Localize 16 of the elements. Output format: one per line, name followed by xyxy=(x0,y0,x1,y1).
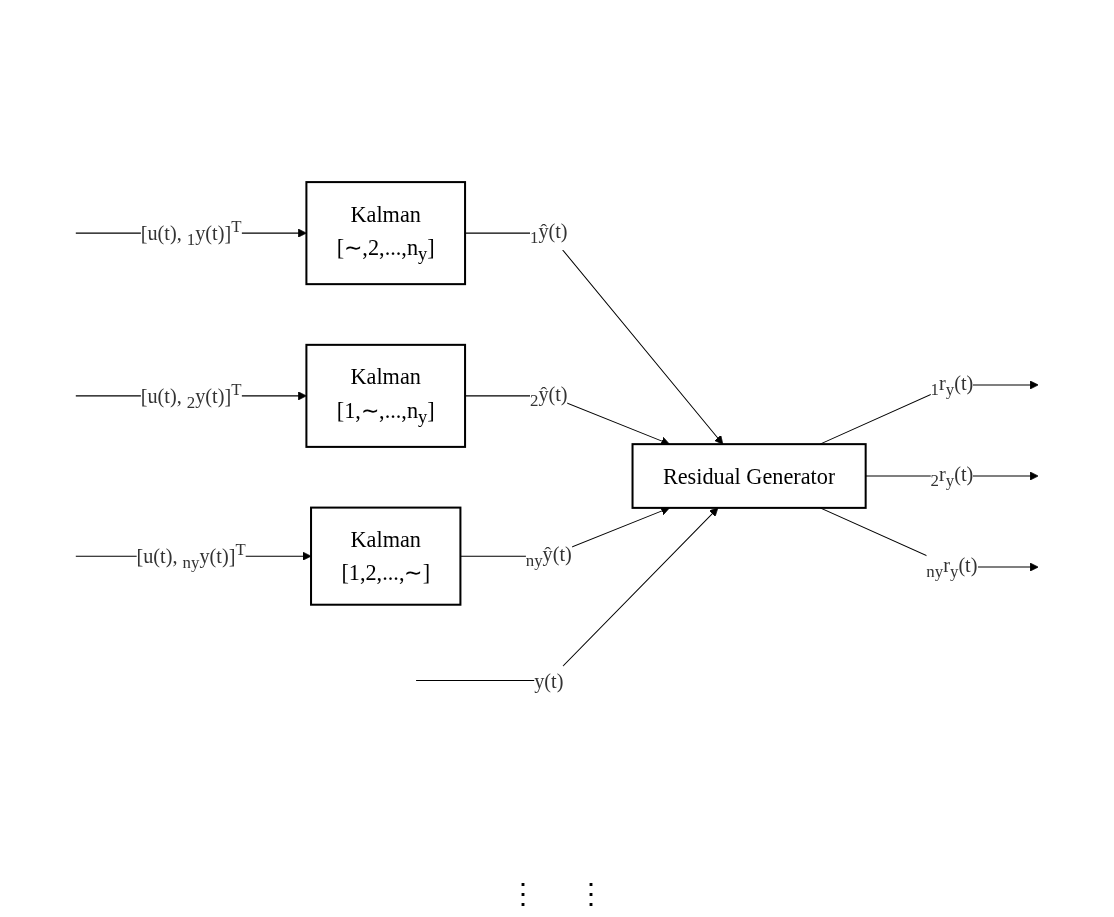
edge-label: $_{ny}$ŷ(t) xyxy=(525,542,572,570)
node-box: Residual Generator xyxy=(631,442,867,509)
edge-label: $_{1}$r$_{y}$(t) xyxy=(930,371,974,399)
node-box: Kalman [∼,2,...,n$_{y}$] xyxy=(305,180,467,285)
node-box: Kalman [1,∼,...,n$_{y}$] xyxy=(305,343,467,448)
ellipsis-mark: ⋮ xyxy=(509,877,537,911)
edge-label: $_{2}$r$_{y}$(t) xyxy=(930,462,974,490)
node-box: Kalman [1,2,...,∼] xyxy=(310,506,462,606)
edge-label: [u(t), $_{1}$y(t)]$^{T}$ xyxy=(140,216,242,249)
edge-label: y(t) xyxy=(534,669,564,692)
ellipsis-mark: ⋮ xyxy=(577,877,605,911)
edge-label: $_{1}$ŷ(t) xyxy=(529,219,568,247)
edge-label: $_{2}$ŷ(t) xyxy=(529,382,568,410)
edge-label: $_{ny}$r$_{y}$(t) xyxy=(926,553,978,581)
edge-label: [u(t), $_{ny}$y(t)]$^{T}$ xyxy=(136,539,246,572)
edge-label: [u(t), $_{2}$y(t)]$^{T}$ xyxy=(140,379,242,412)
